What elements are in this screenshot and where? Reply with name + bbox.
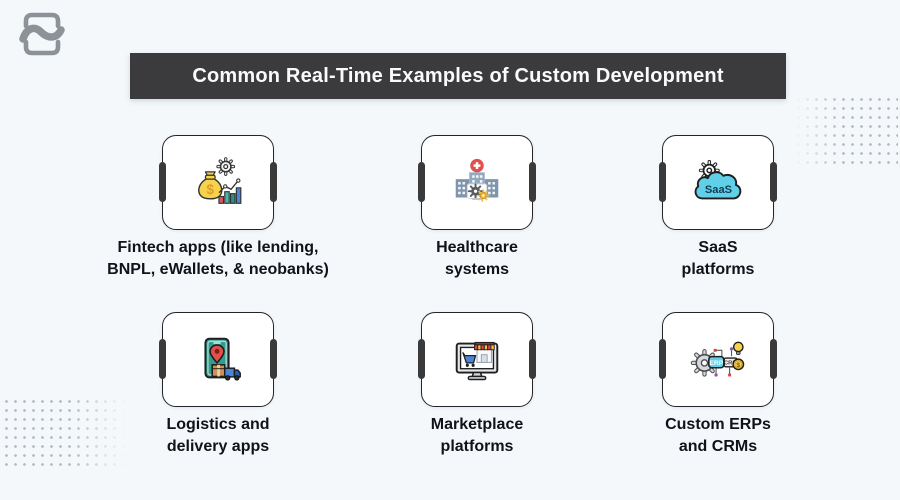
card-frame <box>418 135 536 230</box>
card-handle-left <box>418 339 425 379</box>
card-handle-right <box>770 162 777 202</box>
card-logistics: Logistics and delivery apps <box>68 312 368 458</box>
logo-wave <box>19 24 65 43</box>
page-title: Common Real-Time Examples of Custom Deve… <box>192 64 724 87</box>
card-handle-left <box>659 162 666 202</box>
card-handle-right <box>529 162 536 202</box>
erp-crm-gear-icon: ERP CRM $ <box>690 341 745 377</box>
card-saas: SaaS SaaS platforms <box>568 135 868 281</box>
dot-grid-top-right <box>794 95 898 169</box>
hospital-gear-icon <box>455 158 499 202</box>
card-frame <box>159 312 277 407</box>
card-handle-left <box>159 162 166 202</box>
card-handle-left <box>418 162 425 202</box>
dollar-sign: $ <box>207 182 215 197</box>
card-frame <box>418 312 536 407</box>
card-handle-right <box>270 339 277 379</box>
card-label-erp-crm: Custom ERPs and CRMs <box>665 416 771 455</box>
card-marketplace: Marketplace platforms <box>327 312 627 458</box>
card-label-saas: SaaS platforms <box>681 239 755 278</box>
card-handle-right <box>270 162 277 202</box>
card-handle-left <box>659 339 666 379</box>
title-bar: Common Real-Time Examples of Custom Deve… <box>130 53 786 99</box>
ecommerce-monitor-icon <box>455 341 499 380</box>
card-label-marketplace: Marketplace platforms <box>430 416 524 455</box>
phone-tracking-delivery-icon <box>204 337 241 380</box>
card-fintech: $ Fintech apps (like lending, BNPL, eWal… <box>68 135 368 281</box>
card-frame: $ <box>159 135 277 230</box>
card-handle-right <box>770 339 777 379</box>
fintech-money-growth-icon: $ <box>198 156 242 204</box>
brand-logo <box>19 12 65 56</box>
card-healthcare: Healthcare systems <box>327 135 627 281</box>
card-handle-left <box>159 339 166 379</box>
card-label-logistics: Logistics and delivery apps <box>166 416 270 455</box>
crm-label: CRM <box>724 360 737 366</box>
card-label-healthcare: Healthcare systems <box>436 239 518 278</box>
card-frame: ERP CRM $ <box>659 312 777 407</box>
erp-label: ERP <box>709 359 723 366</box>
dot-grid-bottom-left <box>2 397 126 467</box>
card-frame: SaaS <box>659 135 777 230</box>
card-handle-right <box>529 339 536 379</box>
card-erp-crm: ERP CRM $ Custom ERPs and CRMs <box>568 312 868 458</box>
saas-cloud-gear-icon: SaaS <box>694 159 742 199</box>
saas-label: SaaS <box>705 184 732 196</box>
card-label-fintech: Fintech apps (like lending, BNPL, eWalle… <box>107 239 329 278</box>
coin-dollar-sign: $ <box>736 362 740 369</box>
